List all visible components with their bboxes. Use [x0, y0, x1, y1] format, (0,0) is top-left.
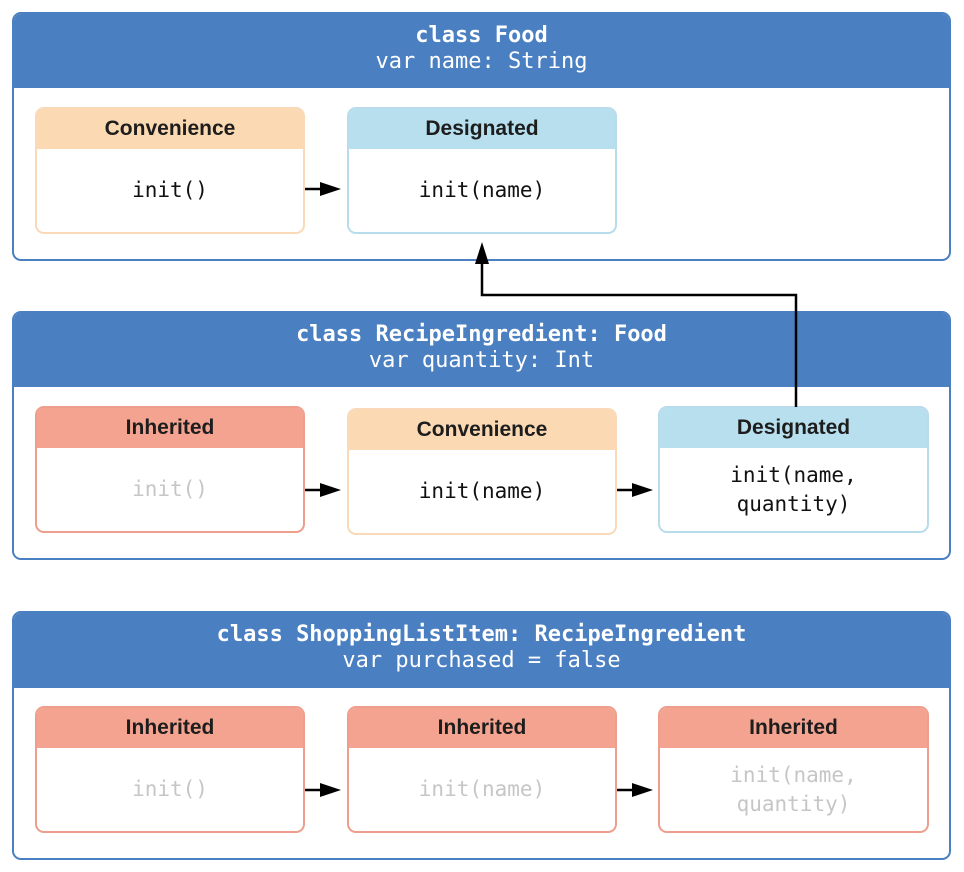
box-kind-label: Inherited	[660, 708, 927, 748]
box-init-code: init()	[132, 477, 208, 501]
class-food-title: class Food	[415, 23, 548, 48]
class-recipeingredient-property: var quantity: Int	[368, 348, 595, 373]
box-kind-label: Inherited	[37, 708, 303, 748]
box-init-code: init(name)	[418, 777, 546, 801]
box-kind-label: Inherited	[37, 408, 303, 448]
recipe-convenience-init-box: Convenience init(name)	[347, 408, 617, 535]
recipe-inherited-init-box: Inherited init()	[35, 406, 305, 533]
box-init-code: init(name, quantity)	[730, 762, 857, 816]
box-init-code: init(name)	[418, 479, 546, 503]
class-food-property: var name: String	[375, 49, 588, 74]
box-kind-label: Convenience	[349, 410, 615, 450]
food-convenience-init-box: Convenience init()	[35, 107, 305, 234]
class-shoppinglistitem-property: var purchased = false	[342, 648, 621, 673]
class-shoppinglistitem-header: class ShoppingListItem: RecipeIngredient…	[14, 613, 949, 688]
box-init-code: init(name, quantity)	[730, 462, 857, 516]
box-kind-label: Inherited	[349, 708, 615, 748]
box-kind-label: Convenience	[37, 109, 303, 149]
shopping-inherited-initnamequantity-box: Inherited init(name, quantity)	[658, 706, 929, 833]
box-init-code: init()	[132, 777, 208, 801]
recipe-designated-init-box: Designated init(name, quantity)	[658, 406, 929, 533]
box-init-code: init()	[132, 178, 208, 202]
food-designated-init-box: Designated init(name)	[347, 107, 617, 234]
class-food-header: class Food var name: String	[14, 14, 949, 88]
class-recipeingredient-title: class RecipeIngredient: Food	[296, 322, 667, 347]
box-kind-label: Designated	[660, 408, 927, 448]
shopping-inherited-initname-box: Inherited init(name)	[347, 706, 617, 833]
class-recipeingredient-header: class RecipeIngredient: Food var quantit…	[14, 313, 949, 387]
box-kind-label: Designated	[349, 109, 615, 149]
class-shoppinglistitem-title: class ShoppingListItem: RecipeIngredient	[216, 622, 747, 647]
box-init-code: init(name)	[418, 178, 546, 202]
shopping-inherited-init-box: Inherited init()	[35, 706, 305, 833]
